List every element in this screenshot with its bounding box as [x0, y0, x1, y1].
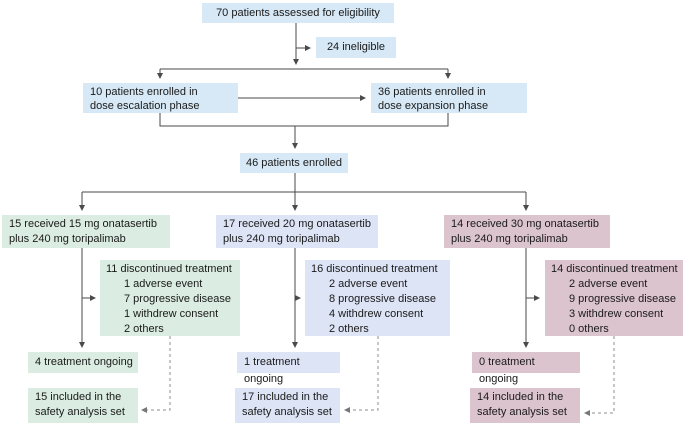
arm3-discontinued-item: 3 withdrew consent — [569, 308, 664, 320]
arm3-discontinued-box: 14 discontinued treatment 2 adverse even… — [545, 260, 683, 336]
arm1-discontinued-item: 2 others — [124, 323, 164, 335]
arm1-discontinued-box: 11 discontinued treatment 1 adverse even… — [100, 260, 240, 336]
arm2-ongoing-box: 1 treatment ongoing — [237, 352, 340, 385]
arm2-discontinued-item: 2 others — [329, 323, 369, 335]
arm2-discontinued-item: 2 adverse event — [329, 278, 408, 290]
arm3-discontinued-item: 0 others — [569, 323, 609, 335]
arm2-discontinued-box: 16 discontinued treatment 2 adverse even… — [305, 260, 450, 336]
arm1-discontinued-item: 7 progressive disease — [124, 293, 232, 305]
box-ineligible: 24 ineligible — [316, 37, 396, 58]
box-dose-expansion: 36 patients enrolled in dose expansion p… — [371, 83, 527, 113]
arm3-discontinued-item: 2 adverse event — [569, 278, 648, 290]
arm3-discontinued-item: 9 progressive disease — [569, 293, 677, 305]
arm3-ongoing-box: 0 treatment ongoing — [472, 352, 580, 385]
arm1-ongoing-box: 4 treatment ongoing — [28, 352, 138, 373]
arm2-safety-box: 17 included in the safety analysis set — [235, 388, 340, 423]
box-dose-escalation: 10 patients enrolled in dose escalation … — [83, 83, 238, 113]
arm3-safety-box: 14 included in the safety analysis set — [470, 388, 580, 423]
box-enrolled: 46 patients enrolled — [240, 153, 348, 173]
arm1-discontinued-item: 1 withdrew consent — [124, 308, 219, 320]
arm1-discontinued-title: 11 discontinued treatment — [106, 263, 232, 275]
arm1-discontinued-item: 1 adverse event — [124, 278, 203, 290]
arm2-received-box: 17 received 20 mg onatasertib plus 240 m… — [216, 215, 378, 248]
arm2-discontinued-item: 4 withdrew consent — [329, 308, 424, 320]
arm1-received-box: 15 received 15 mg onatasertib plus 240 m… — [2, 215, 170, 248]
arm2-discontinued-item: 8 progressive disease — [329, 293, 437, 305]
arm3-discontinued-title: 14 discontinued treatment — [551, 263, 678, 275]
arm3-received-box: 14 received 30 mg onatasertib plus 240 m… — [444, 215, 610, 248]
arm2-discontinued-title: 16 discontinued treatment — [311, 263, 438, 275]
arm1-safety-box: 15 included in the safety analysis set — [28, 388, 138, 423]
box-assessed-for-eligibility: 70 patients assessed for eligibility — [202, 3, 394, 23]
